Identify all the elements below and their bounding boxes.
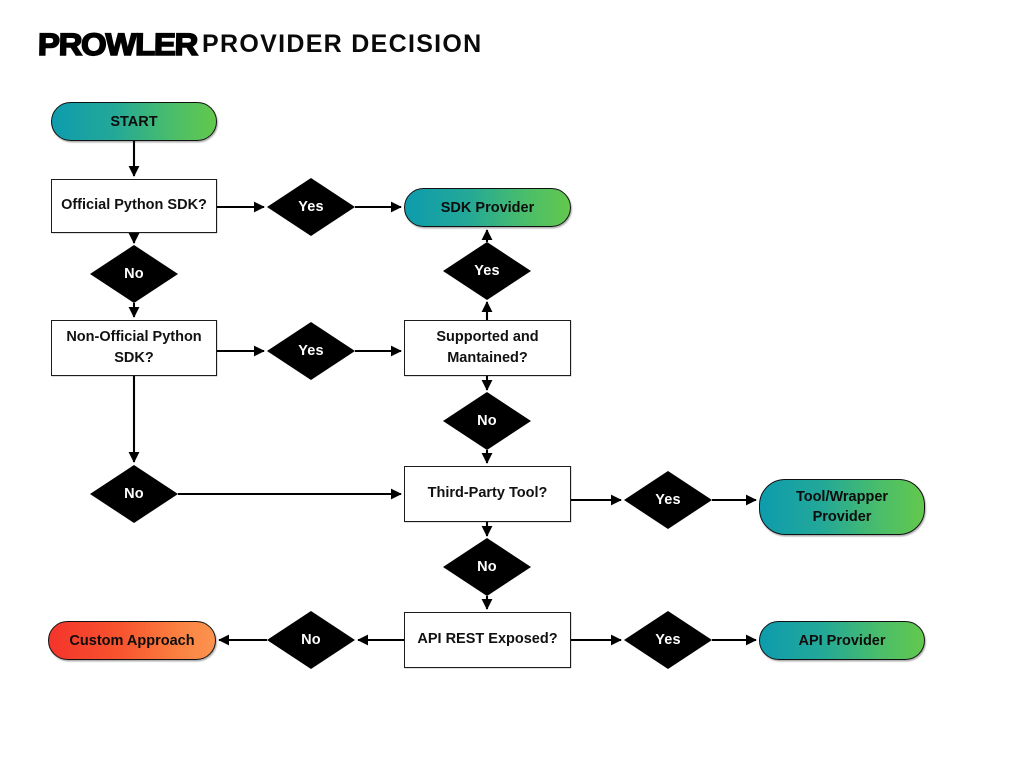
node-sdk-provider[interactable]: SDK Provider	[404, 188, 571, 227]
node-supported-and-mantained-label: Supported and Mantained?	[436, 328, 539, 366]
node-decision-yes-official-sdk-label: Yes	[298, 199, 324, 215]
node-api-provider[interactable]: API Provider	[759, 621, 925, 660]
node-decision-yes-nonofficial-sdk[interactable]: Yes	[267, 322, 355, 380]
node-decision-yes-nonofficial-sdk-label: Yes	[298, 343, 324, 359]
node-non-official-python-sdk-label: Non-Official Python SDK?	[66, 328, 202, 366]
prowler-logo: PROWLER	[37, 26, 198, 63]
node-tool-wrapper-provider-label: Tool/Wrapper Provider	[795, 489, 889, 525]
node-non-official-python-sdk[interactable]: Non-Official Python SDK?	[51, 320, 217, 376]
node-start[interactable]: START	[51, 102, 217, 141]
node-sdk-provider-label: SDK Provider	[440, 199, 535, 216]
node-decision-no-third-party[interactable]: No	[443, 538, 531, 596]
node-decision-no-official-sdk[interactable]: No	[90, 245, 178, 303]
node-decision-yes-api-rest[interactable]: Yes	[624, 611, 712, 669]
node-decision-yes-supported-label: Yes	[474, 263, 500, 279]
node-decision-no-nonofficial-sdk[interactable]: No	[90, 465, 178, 523]
node-start-label: START	[110, 113, 158, 130]
node-official-python-sdk[interactable]: Official Python SDK?	[51, 179, 217, 233]
node-custom-approach[interactable]: Custom Approach	[48, 621, 216, 660]
page-header: PROWLER PROVIDER DECISION	[37, 24, 483, 64]
page-title: PROVIDER DECISION	[202, 29, 483, 58]
node-decision-no-nonofficial-sdk-label: No	[124, 486, 144, 502]
node-decision-no-official-sdk-label: No	[124, 266, 144, 282]
node-decision-no-supported-label: No	[477, 413, 497, 429]
node-api-rest-exposed-label: API REST Exposed?	[417, 631, 558, 648]
node-third-party-tool-label: Third-Party Tool?	[427, 485, 548, 502]
node-decision-no-api-rest-label: No	[301, 632, 321, 648]
node-decision-yes-api-rest-label: Yes	[655, 632, 681, 648]
node-decision-no-third-party-label: No	[477, 559, 497, 575]
node-official-python-sdk-label: Official Python SDK?	[61, 197, 207, 214]
node-decision-yes-official-sdk[interactable]: Yes	[267, 178, 355, 236]
node-decision-yes-third-party[interactable]: Yes	[624, 471, 712, 529]
node-supported-and-mantained[interactable]: Supported and Mantained?	[404, 320, 571, 376]
node-custom-approach-label: Custom Approach	[69, 632, 195, 649]
node-decision-no-supported[interactable]: No	[443, 392, 531, 450]
node-api-provider-label: API Provider	[798, 632, 886, 649]
node-api-rest-exposed[interactable]: API REST Exposed?	[404, 612, 571, 668]
node-third-party-tool[interactable]: Third-Party Tool?	[404, 466, 571, 522]
node-tool-wrapper-provider[interactable]: Tool/Wrapper Provider	[759, 479, 925, 535]
node-decision-no-api-rest[interactable]: No	[267, 611, 355, 669]
node-decision-yes-third-party-label: Yes	[655, 492, 681, 508]
node-decision-yes-supported[interactable]: Yes	[443, 242, 531, 300]
